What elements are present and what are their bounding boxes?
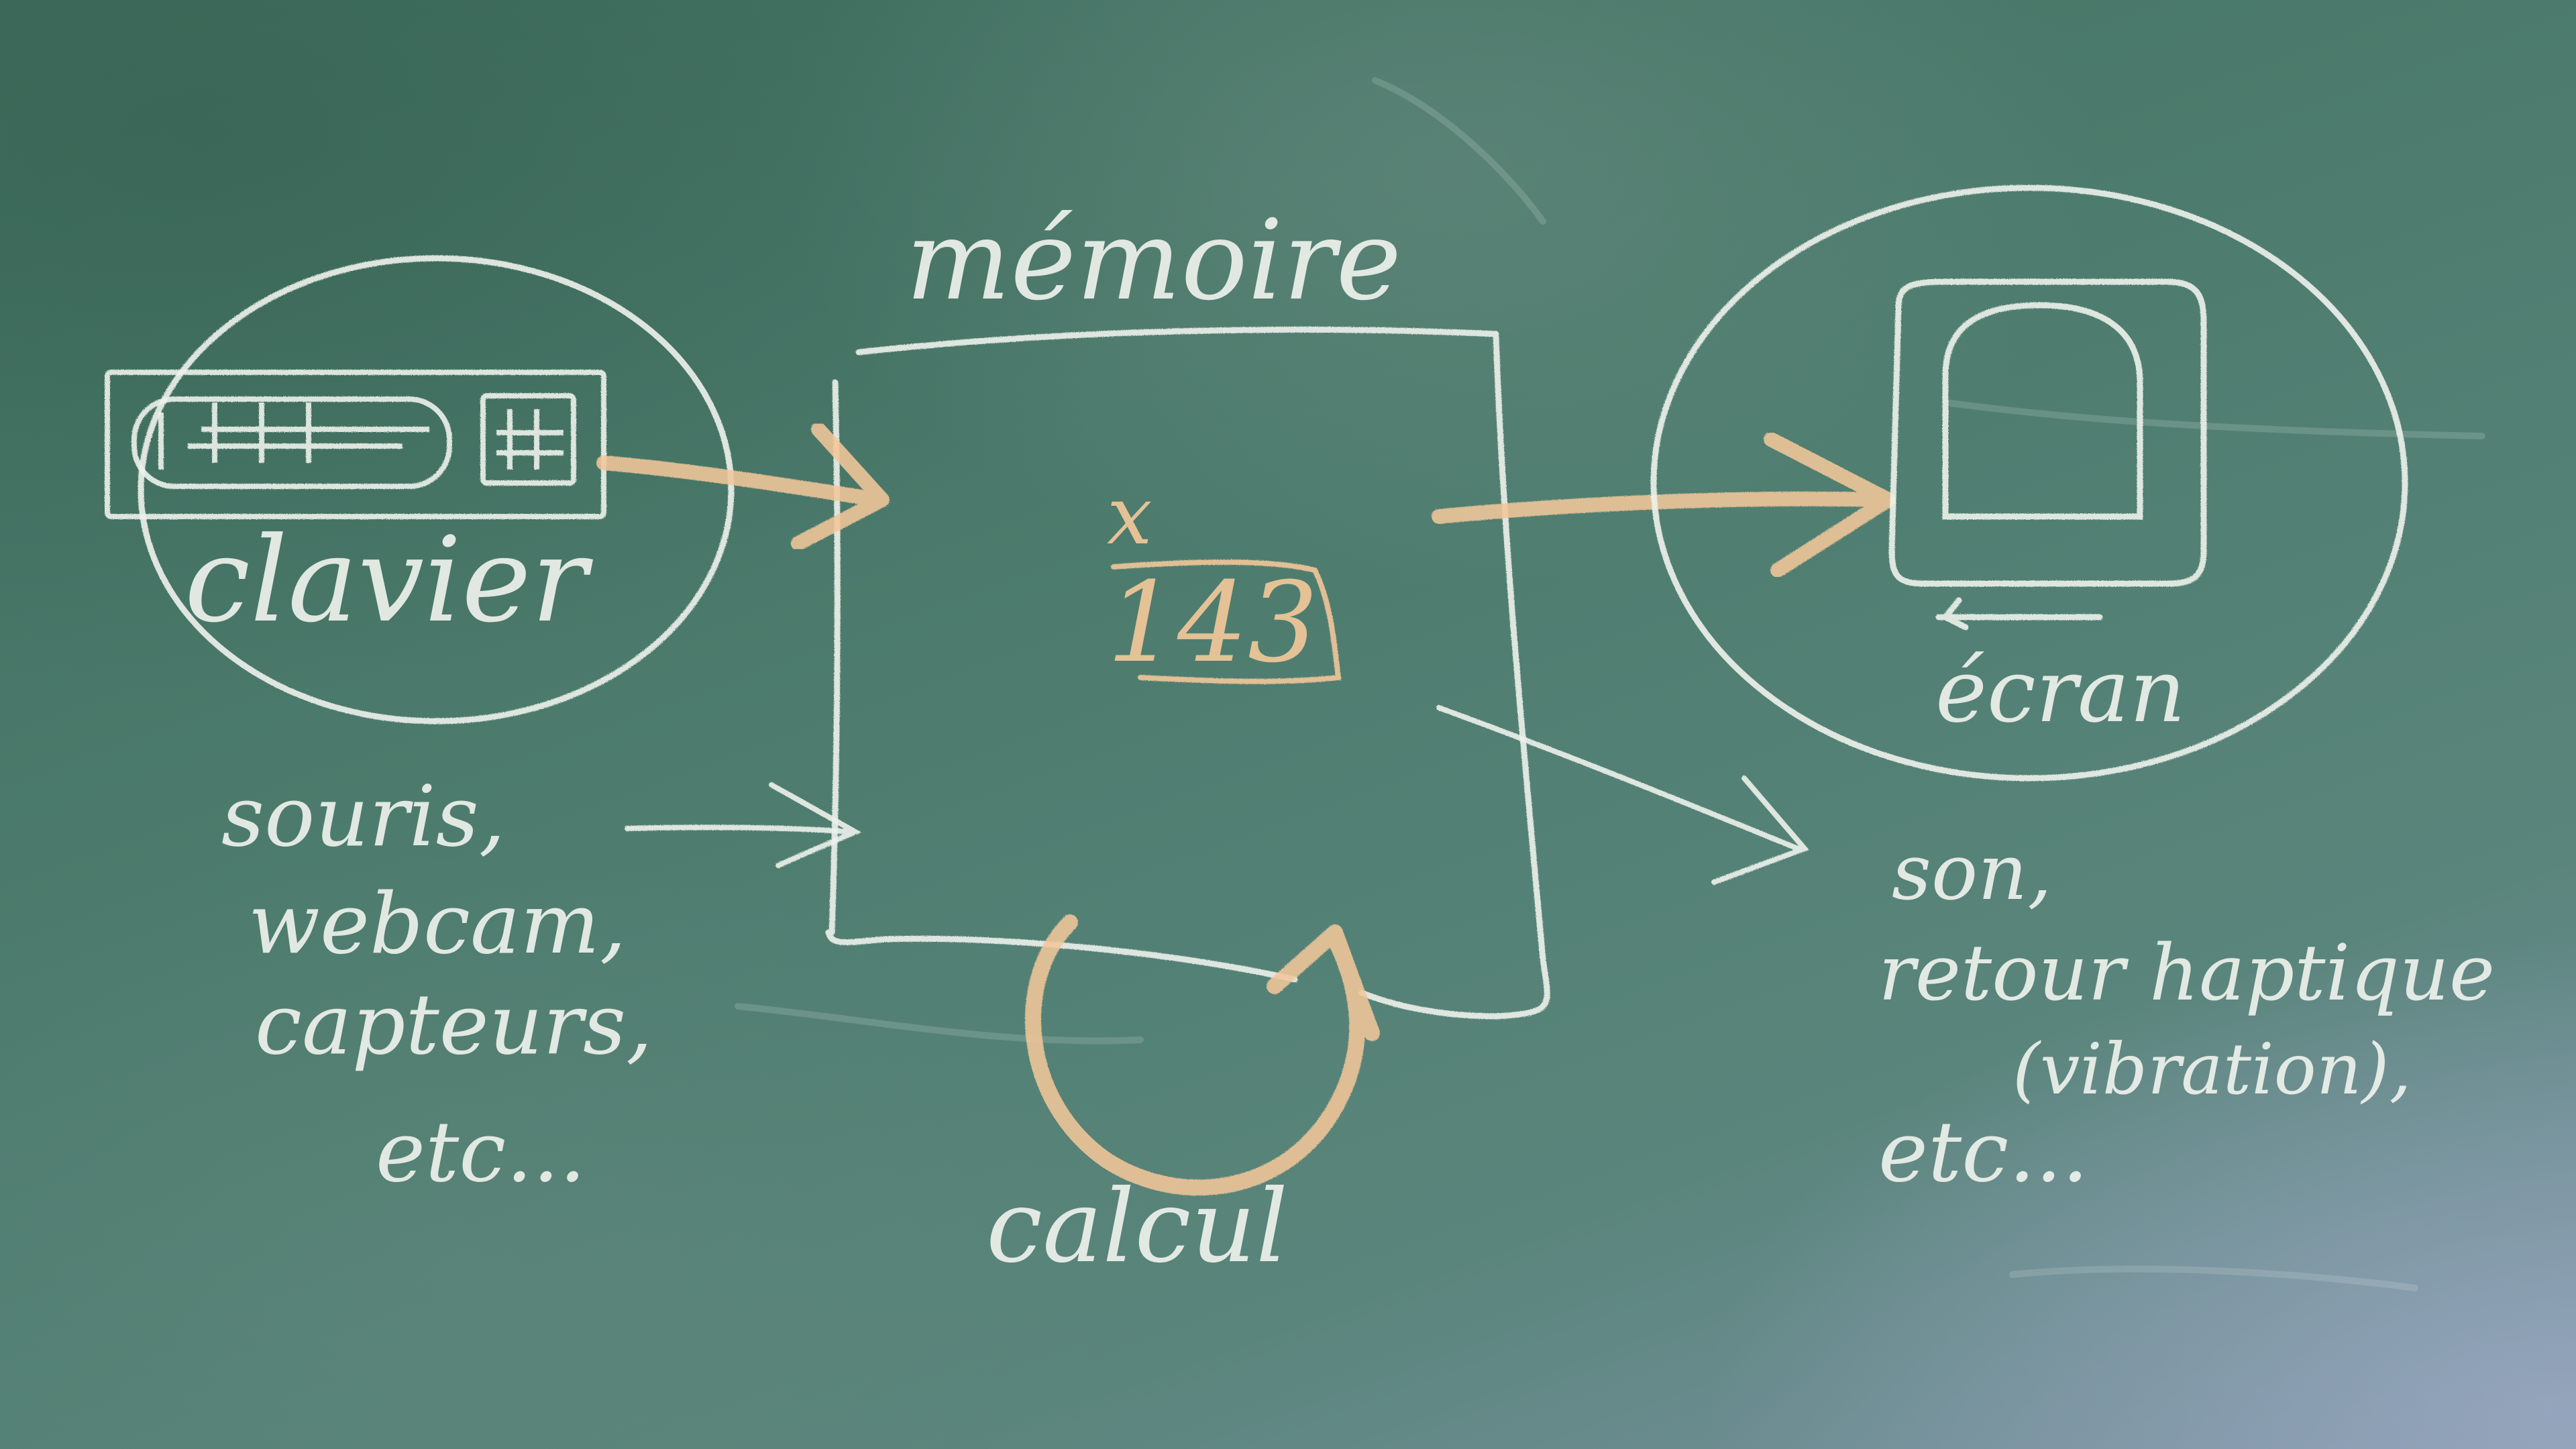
calc-loop-arrow bbox=[1025, 914, 1380, 1196]
calc-label: calcul bbox=[986, 1169, 1288, 1285]
other-inputs-list: souris, webcam, capteurs, etc... bbox=[221, 768, 653, 1201]
output-other-item: retour haptique bbox=[1878, 928, 2495, 1018]
output-circle bbox=[1650, 184, 2408, 782]
input-other-item: webcam, bbox=[248, 875, 627, 973]
variable-value: 143 bbox=[1107, 558, 1318, 687]
other-inputs-arrow bbox=[625, 782, 861, 868]
input-other-item: capteurs, bbox=[255, 976, 653, 1073]
input-arrow bbox=[596, 422, 890, 551]
output-arrow bbox=[1432, 432, 1896, 578]
memory-label: mémoire bbox=[906, 196, 1401, 325]
input-circle bbox=[138, 255, 735, 724]
other-outputs-list: son, retour haptique (vibration), etc... bbox=[1878, 828, 2495, 1201]
input-other-item: souris, bbox=[221, 768, 506, 865]
monitor-icon bbox=[1888, 278, 2207, 631]
variable-box-outline bbox=[1111, 559, 1342, 684]
other-outputs-arrow bbox=[1436, 705, 1809, 885]
output-other-item: son, bbox=[1892, 828, 2052, 918]
input-label: clavier bbox=[184, 513, 594, 649]
keyboard-icon bbox=[105, 370, 606, 519]
output-other-item: etc... bbox=[1878, 1104, 2088, 1201]
input-device-group bbox=[105, 255, 735, 724]
erased-smudges bbox=[735, 77, 2485, 1291]
output-label: écran bbox=[1935, 640, 2186, 742]
variable-name: x bbox=[1107, 470, 1152, 563]
input-other-item: etc... bbox=[376, 1104, 586, 1201]
output-other-item: (vibration), bbox=[2012, 1028, 2412, 1110]
output-device-group bbox=[1650, 184, 2408, 782]
